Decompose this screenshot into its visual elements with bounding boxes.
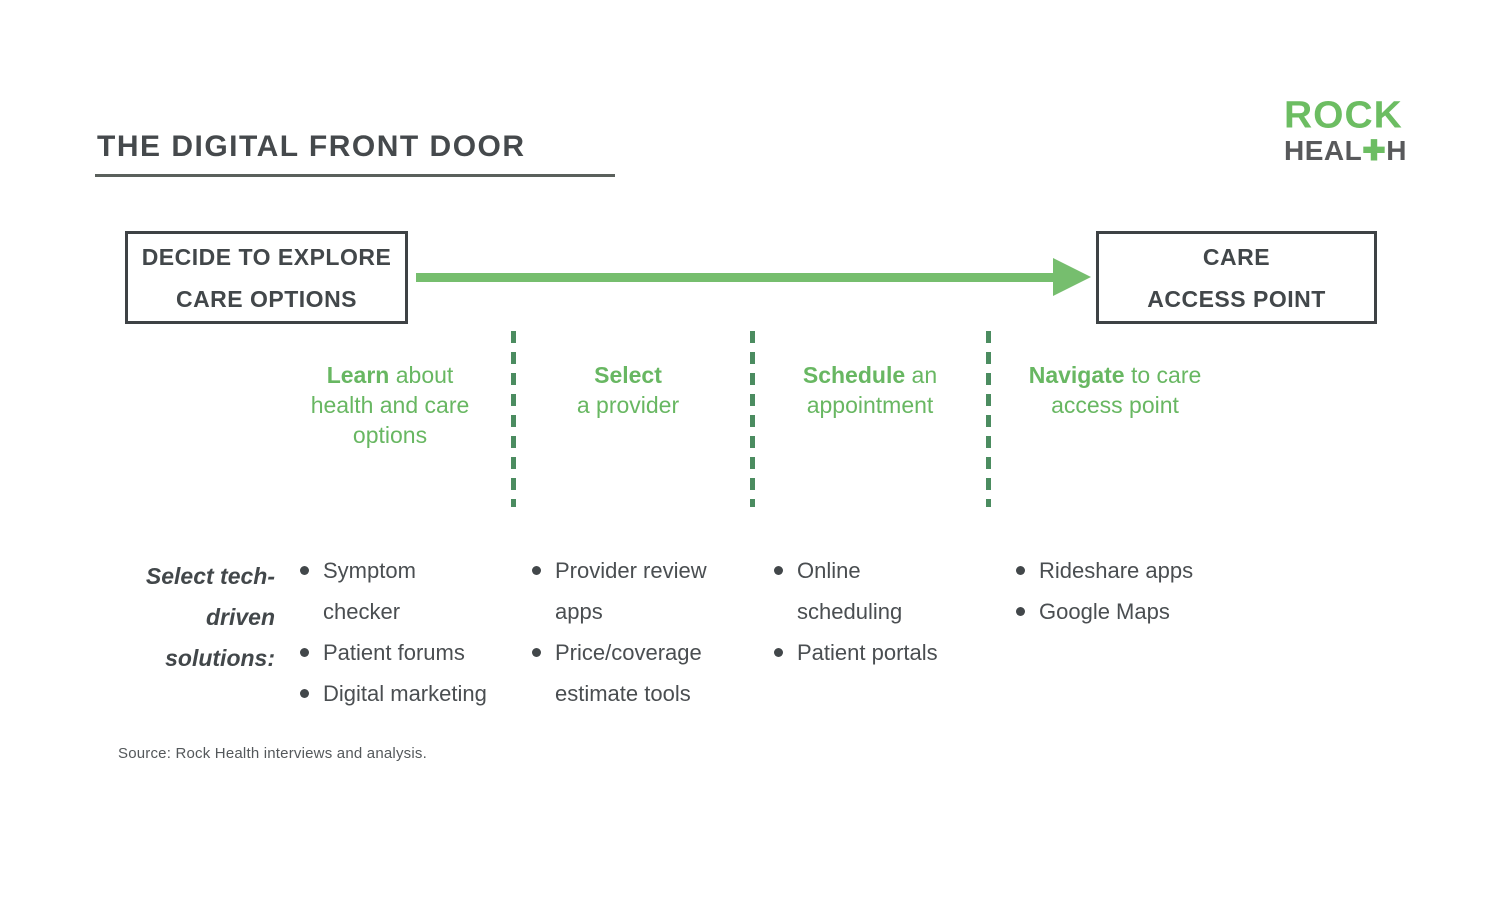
list-item: Provider review apps [532, 550, 767, 632]
bullet-icon [300, 689, 309, 698]
end-box-care-access-point: CARE ACCESS POINT [1096, 231, 1377, 324]
stage-keyword: Learn [326, 362, 390, 388]
stage-divider-1 [511, 331, 516, 507]
solution-item-text: Google Maps [1039, 599, 1170, 624]
solution-item-text: Online scheduling [797, 558, 903, 624]
stage-keyword: Schedule [802, 362, 906, 388]
flow-arrow-head-icon [1053, 258, 1091, 296]
bullet-icon [774, 566, 783, 575]
stage-label-schedule: Schedule an appointment [750, 360, 990, 420]
solution-item-text: Patient forums [323, 640, 465, 665]
stage-label-select: Select a provider [508, 360, 748, 420]
bullet-icon [774, 648, 783, 657]
logo-heal-text: HEAL [1284, 135, 1363, 166]
page-title: THE DIGITAL FRONT DOOR [97, 130, 526, 163]
bullet-icon [532, 566, 541, 575]
plus-icon: ✚ [1362, 135, 1387, 166]
bullet-icon [1016, 607, 1025, 616]
logo-h-text: H [1386, 135, 1407, 166]
list-item: Online scheduling [774, 550, 1009, 632]
solution-item-text: Rideshare apps [1039, 558, 1194, 583]
solutions-list-learn: Symptom checker Patient forums Digital m… [300, 550, 535, 714]
title-underline [95, 174, 615, 177]
bullet-icon [300, 648, 309, 657]
source-note: Source: Rock Health interviews and analy… [118, 745, 427, 762]
stage-rest: a provider [576, 392, 680, 418]
solutions-list-navigate: Rideshare apps Google Maps [1016, 550, 1251, 632]
stage-divider-2 [750, 331, 755, 507]
bullet-icon [532, 648, 541, 657]
solution-item-text: Patient portals [797, 640, 938, 665]
list-item: Price/coverage estimate tools [532, 632, 767, 714]
list-item: Rideshare apps [1016, 550, 1251, 591]
rock-health-logo: ROCK HEAL✚H [1284, 96, 1424, 166]
stage-keyword: Select [594, 362, 662, 388]
list-item: Symptom checker [300, 550, 535, 632]
list-item: Digital marketing [300, 673, 535, 714]
select-tech-driven-solutions-label: Select tech- driven solutions: [145, 563, 275, 671]
solution-item-text: Price/coverage estimate tools [555, 640, 702, 706]
logo-rock-text: ROCK [1284, 94, 1403, 137]
list-item: Patient portals [774, 632, 1009, 673]
solutions-list-schedule: Online scheduling Patient portals [774, 550, 1009, 673]
stage-keyword: Navigate [1028, 362, 1125, 388]
stage-divider-3 [986, 331, 991, 507]
solution-item-text: Digital marketing [323, 681, 487, 706]
stage-rest: to care access point [1051, 362, 1202, 418]
solution-item-text: Provider review apps [555, 558, 707, 624]
start-box-decide-to-explore: DECIDE TO EXPLORE CARE OPTIONS [125, 231, 408, 324]
stage-rest: an appointment [806, 362, 938, 418]
solutions-list-select: Provider review apps Price/coverage esti… [532, 550, 767, 714]
bullet-icon [300, 566, 309, 575]
bullet-icon [1016, 566, 1025, 575]
logo-health-text: HEAL✚H [1284, 136, 1424, 166]
list-item: Patient forums [300, 632, 535, 673]
stage-rest: about health and care options [310, 362, 470, 448]
solution-item-text: Symptom checker [323, 558, 416, 624]
flow-arrow-shaft [416, 273, 1056, 282]
stage-label-learn: Learn about health and care options [270, 360, 510, 450]
stage-label-navigate: Navigate to care access point [995, 360, 1235, 420]
list-item: Google Maps [1016, 591, 1251, 632]
